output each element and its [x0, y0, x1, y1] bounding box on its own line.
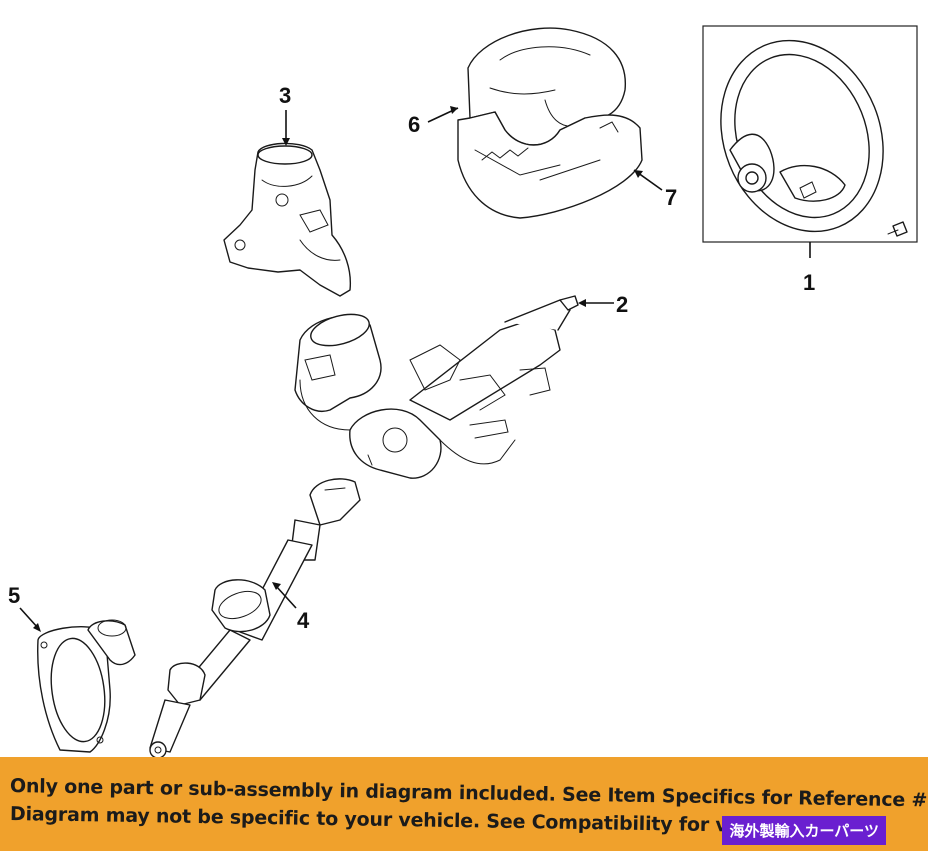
callout-7: 7 — [665, 185, 677, 210]
callout-6: 6 — [408, 112, 420, 137]
callout-5: 5 — [8, 583, 20, 608]
lower-column-cover-icon — [457, 111, 643, 219]
wheel-bolt-icon — [887, 221, 908, 237]
callout-3: 3 — [279, 83, 291, 108]
import-parts-badge: 海外製輸入カーパーツ — [722, 816, 886, 845]
callout-4-arrow — [275, 585, 297, 609]
steering-wheel-icon: 1 — [702, 25, 918, 295]
callout-4: 4 — [297, 608, 310, 633]
ignition-lock-housing-icon — [223, 142, 352, 297]
boot-seal-icon — [37, 619, 136, 753]
callout-5-arrow — [19, 607, 39, 629]
callout-2: 2 — [616, 292, 628, 317]
disclaimer-line-2: Diagram may not be specific to your vehi… — [9, 803, 823, 838]
steering-column-icon — [294, 295, 579, 479]
callout-1: 1 — [803, 270, 815, 295]
disclaimer-banner: Only one part or sub-assembly in diagram… — [0, 757, 928, 851]
intermediate-shaft-icon — [149, 478, 361, 759]
